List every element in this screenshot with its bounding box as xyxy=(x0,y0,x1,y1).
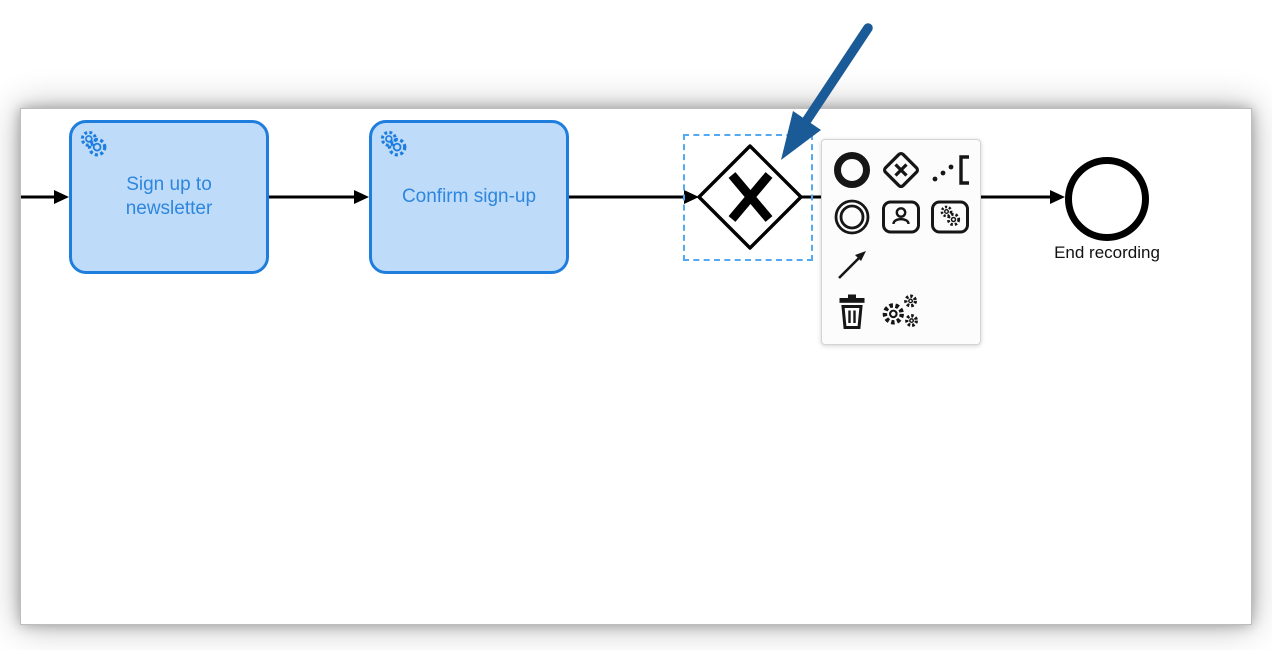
exclusive-gateway[interactable] xyxy=(697,144,803,250)
gears-settings-icon xyxy=(882,294,918,327)
task-sign-up-to-newsletter[interactable]: Sign up to newsletter xyxy=(69,120,269,274)
end-event[interactable] xyxy=(1065,157,1149,241)
context-pad xyxy=(821,139,981,345)
sequence-flow-incoming[interactable] xyxy=(21,190,69,204)
connect-arrow-icon xyxy=(838,250,866,279)
end-event-label[interactable]: End recording xyxy=(1054,243,1160,262)
append-gateway-button[interactable] xyxy=(878,147,924,192)
append-user-task-button[interactable] xyxy=(878,194,924,239)
sequence-flow-task2-gateway[interactable] xyxy=(569,190,699,204)
append-end-event-button[interactable] xyxy=(829,147,875,192)
append-text-annotation-button[interactable] xyxy=(927,147,973,192)
intermediate-event-icon xyxy=(834,199,870,234)
gateway-x-marker xyxy=(728,172,773,222)
selection-outline xyxy=(683,134,813,261)
sequence-flow-task1-task2[interactable] xyxy=(269,190,369,204)
text-annotation-icon xyxy=(932,154,969,185)
user-task-icon xyxy=(882,200,920,233)
service-task-gear-icon xyxy=(380,130,407,157)
end-event-icon xyxy=(834,151,870,188)
append-intermediate-event-button[interactable] xyxy=(829,194,875,239)
trash-icon xyxy=(839,294,865,329)
task-confirm-sign-up[interactable]: Confirm sign-up xyxy=(369,120,569,274)
bpmn-canvas[interactable]: Sign up to newsletter Confirm sign-up En… xyxy=(20,108,1252,625)
task-label: Sign up to newsletter xyxy=(125,174,213,219)
task-label: Confirm sign-up xyxy=(401,186,537,207)
pad-spacer xyxy=(927,241,973,286)
append-service-task-button[interactable] xyxy=(927,194,973,239)
service-task-icon xyxy=(931,200,969,233)
change-settings-button[interactable] xyxy=(878,288,924,333)
connect-tool-button[interactable] xyxy=(829,241,875,286)
service-task-gear-icon xyxy=(80,130,107,157)
gateway-icon xyxy=(882,151,920,188)
delete-button[interactable] xyxy=(829,288,875,333)
pad-spacer xyxy=(878,241,924,286)
